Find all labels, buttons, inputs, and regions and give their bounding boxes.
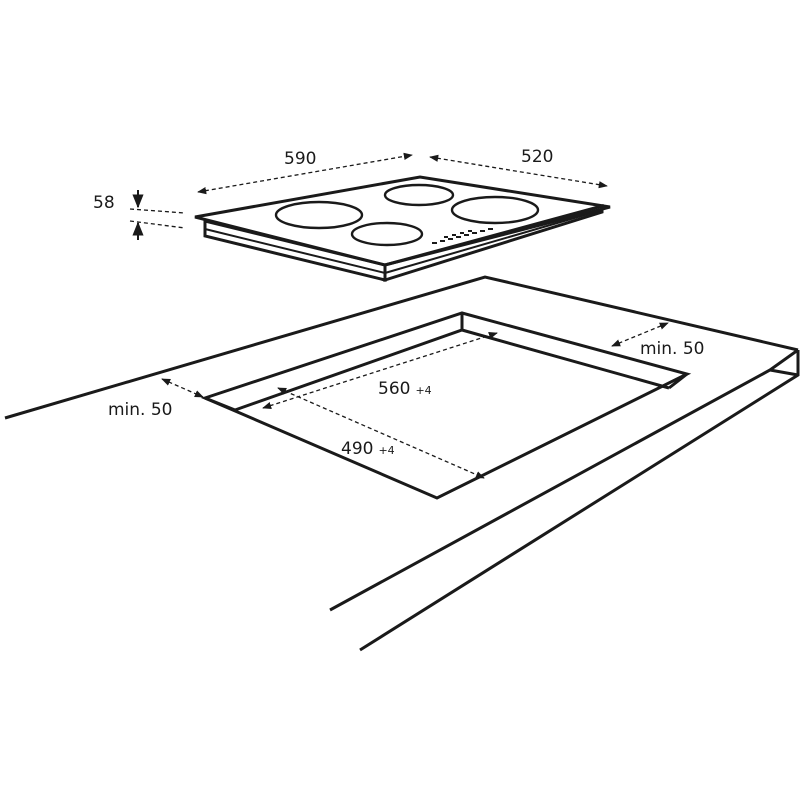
min-clearance-front-label: min. 50 bbox=[108, 400, 173, 420]
hob-height-label: 58 bbox=[93, 193, 115, 213]
hob-dimension-lines bbox=[129, 152, 608, 240]
hob-depth-label: 520 bbox=[521, 147, 553, 167]
cutout-opening bbox=[200, 311, 692, 500]
cutout-width-label: 560+4 bbox=[378, 379, 432, 399]
burner-rear-center bbox=[383, 183, 455, 207]
min-clearance-back-label: min. 50 bbox=[640, 339, 705, 359]
control-panel-dots bbox=[432, 228, 493, 244]
cutout-depth-label: 490+4 bbox=[341, 439, 395, 459]
hob-front-face bbox=[383, 204, 604, 283]
cutout-dimension-lines bbox=[161, 322, 669, 479]
worktop bbox=[4, 275, 800, 652]
worktop-back-edge bbox=[4, 275, 799, 420]
burner-front bbox=[350, 221, 424, 247]
hob-width-label: 590 bbox=[284, 149, 316, 169]
hob bbox=[194, 175, 611, 283]
cutout bbox=[200, 311, 692, 500]
burner-rear-right bbox=[450, 195, 540, 225]
burner-rear-left bbox=[274, 200, 364, 230]
